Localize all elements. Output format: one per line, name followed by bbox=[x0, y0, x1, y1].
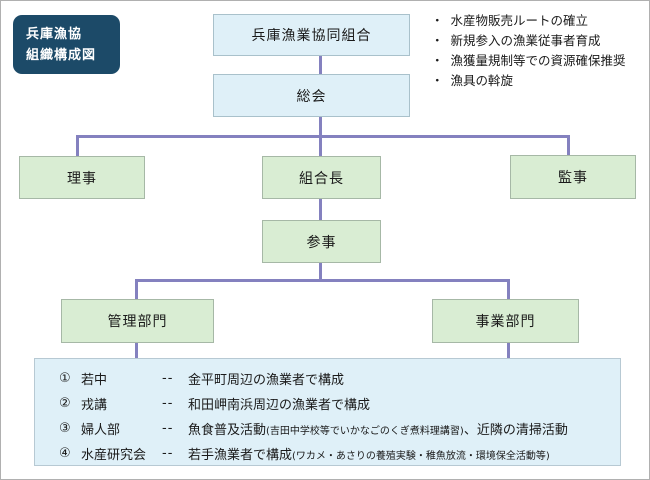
note-item: ・ 水産物販売ルートの確立 bbox=[431, 9, 626, 29]
node-business-dept: 事業部門 bbox=[432, 299, 579, 343]
connector-president-to-counselor bbox=[319, 199, 322, 220]
connector-to-directors bbox=[76, 135, 79, 156]
connector-business-to-detail bbox=[507, 343, 510, 359]
connector-meeting-down bbox=[319, 116, 322, 135]
detail-name: 水産研究会 bbox=[81, 448, 147, 463]
circled-number: ② bbox=[59, 396, 71, 411]
node-root: 兵庫漁業協同組合 bbox=[213, 14, 410, 56]
note-item: ・ 新規参入の漁業従事者育成 bbox=[431, 29, 626, 49]
notes-list: ・ 水産物販売ルートの確立 ・ 新規参入の漁業従事者育成 ・ 漁獲量規制等での資… bbox=[431, 9, 626, 89]
connector-root-to-meeting bbox=[319, 55, 322, 74]
node-auditors: 監事 bbox=[510, 155, 636, 199]
node-president: 組合長 bbox=[262, 156, 381, 199]
bullet-marker: ・ bbox=[431, 32, 444, 48]
connector-to-admin-dept bbox=[135, 279, 138, 299]
note-text: 漁獲量規制等での資源確保推奨 bbox=[450, 52, 626, 68]
circled-number: ① bbox=[59, 371, 71, 386]
connector-counselor-down bbox=[319, 263, 322, 280]
dash-separator: -- bbox=[162, 421, 174, 436]
note-text: 水産物販売ルートの確立 bbox=[450, 12, 589, 28]
connector-admin-to-detail bbox=[135, 343, 138, 359]
detail-item-fujinbu: ③ 婦人部 -- 魚食普及活動(吉田中学校等でいかなごのくぎ煮料理講習)、近隣の… bbox=[59, 416, 620, 441]
circled-number: ④ bbox=[59, 446, 71, 461]
detail-description: 金平町周辺の漁業者で構成 bbox=[188, 373, 345, 388]
detail-name: 婦人部 bbox=[81, 423, 121, 438]
node-directors: 理事 bbox=[19, 156, 145, 199]
detail-description: 若手漁業者で構成(ワカメ・あさりの養殖実験・稚魚放流・環境保全活動等) bbox=[188, 448, 550, 463]
connector-to-auditors bbox=[567, 135, 570, 155]
node-counselor: 参事 bbox=[262, 220, 381, 263]
node-admin-dept: 管理部門 bbox=[61, 299, 214, 343]
node-general-meeting: 総会 bbox=[213, 74, 410, 117]
detail-item-ebisuko: ② 戎講 -- 和田岬南浜周辺の漁業者で構成 bbox=[59, 391, 620, 416]
dash-separator: -- bbox=[162, 396, 174, 411]
dash-separator: -- bbox=[162, 371, 174, 386]
connector-to-business-dept bbox=[507, 279, 510, 299]
connector-to-president bbox=[319, 135, 322, 156]
note-item: ・ 漁具の斡旋 bbox=[431, 69, 626, 89]
circled-number: ③ bbox=[59, 421, 71, 436]
note-text: 漁具の斡旋 bbox=[450, 72, 514, 88]
detail-name: 若中 bbox=[81, 373, 108, 388]
note-text: 新規参入の漁業従事者育成 bbox=[450, 32, 601, 48]
dash-separator: -- bbox=[162, 446, 174, 461]
bullet-marker: ・ bbox=[431, 52, 444, 68]
detail-panel: ① 若中 -- 金平町周辺の漁業者で構成 ② 戎講 -- 和田岬南浜周辺の漁業者… bbox=[34, 358, 621, 466]
detail-item-suisan-kenkyukai: ④ 水産研究会 -- 若手漁業者で構成(ワカメ・あさりの養殖実験・稚魚放流・環境… bbox=[59, 441, 620, 466]
detail-description: 魚食普及活動(吉田中学校等でいかなごのくぎ煮料理講習)、近隣の清掃活動 bbox=[188, 423, 568, 438]
detail-item-wakachu: ① 若中 -- 金平町周辺の漁業者で構成 bbox=[59, 366, 620, 391]
connector-row1-horizontal bbox=[76, 135, 570, 138]
chart-title-card: 兵庫漁協 組織構成図 bbox=[13, 15, 120, 74]
detail-description: 和田岬南浜周辺の漁業者で構成 bbox=[188, 398, 371, 413]
bullet-marker: ・ bbox=[431, 12, 444, 28]
chart-title-line2: 組織構成図 bbox=[26, 48, 97, 63]
detail-name: 戎講 bbox=[81, 398, 108, 413]
note-item: ・ 漁獲量規制等での資源確保推奨 bbox=[431, 49, 626, 69]
bullet-marker: ・ bbox=[431, 72, 444, 88]
connector-row2-horizontal bbox=[135, 279, 510, 282]
chart-title-line1: 兵庫漁協 bbox=[26, 27, 83, 42]
